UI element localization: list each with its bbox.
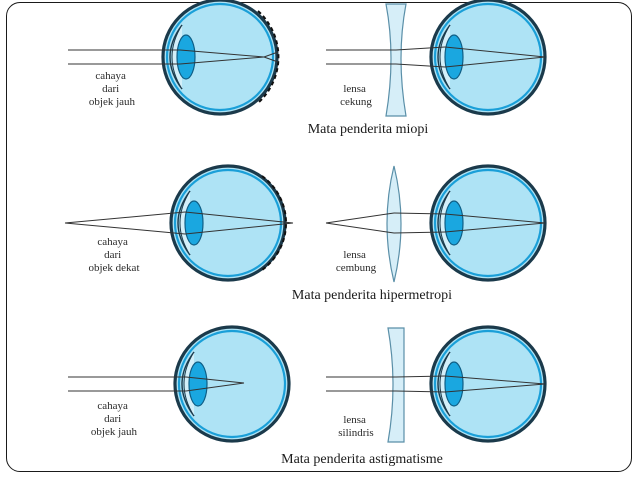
lens-label: lensa silindris [338, 414, 373, 439]
lens-label: lensa cembung [336, 249, 377, 274]
dashed-retina-line [261, 175, 288, 271]
caption-miopi: Mata penderita miopi [308, 122, 429, 137]
eye-hipermetropi-uncorrected [64, 164, 294, 282]
eye-miopi-corrected [326, 0, 547, 117]
concave-lens [385, 3, 407, 117]
row-hipermetropi: cahaya dari objek dekat lensa cembung Ma… [64, 164, 547, 303]
row-astigmatisme: cahaya dari objek jauh lensa silindris M… [68, 325, 547, 467]
light-label: cahaya dari objek jauh [89, 70, 136, 108]
convex-lens [386, 165, 402, 283]
lens-label: lensa cekung [340, 83, 372, 108]
light-label: cahaya dari objek jauh [91, 400, 138, 438]
caption-astigmatisme: Mata penderita astigmatisme [281, 452, 443, 467]
eye-hipermetropi-corrected [325, 164, 547, 283]
eye-miopi-uncorrected [68, 0, 280, 116]
eye-astigmatisme-corrected [326, 325, 547, 443]
row-miopi: cahaya dari objek jauh lensa cekung Mata… [68, 0, 547, 137]
eye-astigmatisme-uncorrected [68, 325, 291, 443]
cylindrical-lens [387, 327, 405, 443]
light-label: cahaya dari objek dekat [88, 236, 139, 274]
caption-hipermetropi: Mata penderita hipermetropi [292, 288, 452, 303]
dashed-retina-line [257, 10, 280, 104]
